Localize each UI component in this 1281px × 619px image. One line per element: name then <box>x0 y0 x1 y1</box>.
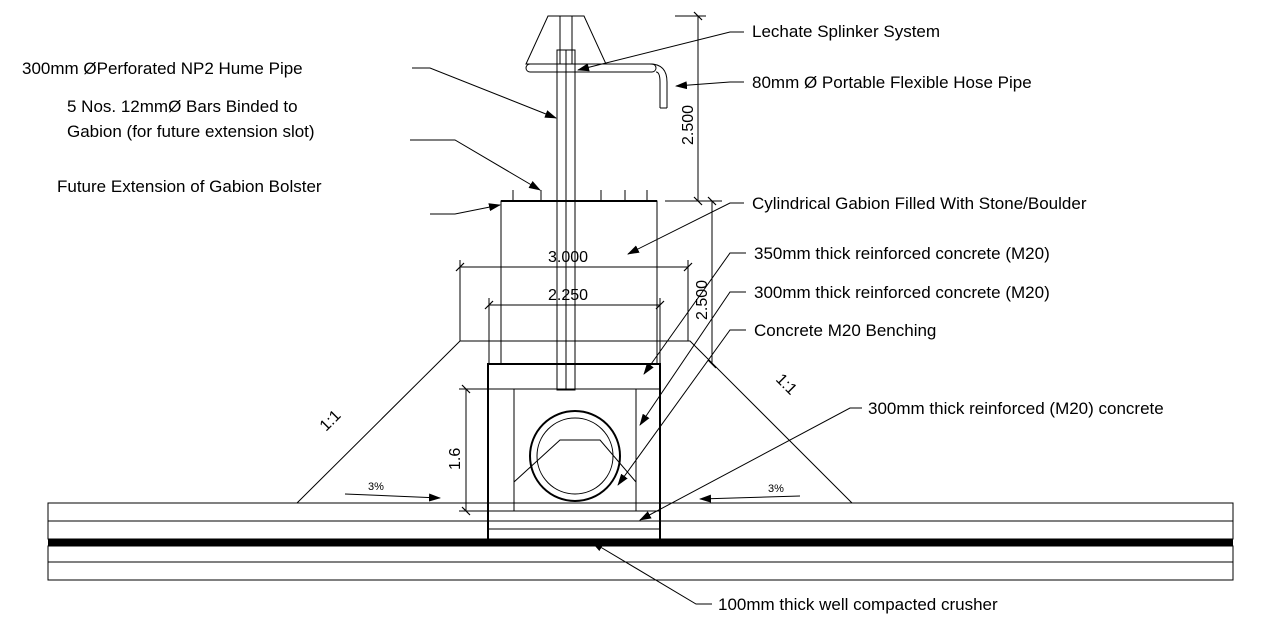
dim-width-outer: 3.000 <box>548 249 588 266</box>
sprinkler-header-pipe <box>525 63 657 73</box>
leader-lines <box>410 31 862 605</box>
dimension-lines <box>455 11 722 516</box>
sprinkler-head <box>525 15 668 109</box>
gabion-column <box>500 190 658 365</box>
label-future-extension: Future Extension of Gabion Bolster <box>57 177 322 196</box>
label-crusher: 100mm thick well compacted crusher <box>718 595 998 614</box>
dim-height-top: 2.500 <box>680 105 697 145</box>
vertical-pipe <box>556 49 576 391</box>
label-cylindrical-gabion: Cylindrical Gabion Filled With Stone/Bou… <box>752 194 1087 213</box>
gabion-stones <box>500 200 658 365</box>
hume-pipe-outer <box>529 410 621 502</box>
ground-membrane <box>48 539 1233 546</box>
dim-height-chamber: 1.6 <box>447 448 464 470</box>
label-lechate-splinker: Lechate Splinker System <box>752 22 940 41</box>
label-perforated-pipe: 300mm ØPerforated NP2 Hume Pipe <box>22 59 303 78</box>
grade-left: 3% <box>368 481 384 493</box>
embankment <box>295 340 854 504</box>
crusher-bed <box>487 528 661 541</box>
chamber-interior <box>513 388 637 512</box>
dim-height-gabion: 2.500 <box>694 280 711 320</box>
slope-ratio-right: 1:1 <box>772 371 800 399</box>
ground-layers <box>47 502 1234 581</box>
labels: Lechate Splinker System 300mm ØPerforate… <box>22 22 1164 614</box>
label-bars-line1: 5 Nos. 12mmØ Bars Binded to <box>67 97 298 116</box>
label-bars-line2: Gabion (for future extension slot) <box>67 122 315 141</box>
dimension-texts: 2.500 2.500 3.000 2.250 1.6 <box>447 105 711 470</box>
ground-layer-3 <box>47 561 1234 581</box>
label-benching: Concrete M20 Benching <box>754 321 936 340</box>
embankment-fill <box>295 340 854 504</box>
label-concrete-300-bottom: 300mm thick reinforced (M20) concrete <box>868 399 1164 418</box>
label-concrete-300: 300mm thick reinforced concrete (M20) <box>754 283 1050 302</box>
label-hose-pipe: 80mm Ø Portable Flexible Hose Pipe <box>752 73 1032 92</box>
grade-right: 3% <box>768 483 784 495</box>
dim-width-inner: 2.250 <box>548 287 588 304</box>
label-concrete-350: 350mm thick reinforced concrete (M20) <box>754 244 1050 263</box>
hume-pipe-inner <box>536 417 614 495</box>
concrete-chamber <box>487 363 661 541</box>
slope-ratio-left: 1:1 <box>317 407 345 435</box>
ground-layer-2 <box>47 545 1234 563</box>
